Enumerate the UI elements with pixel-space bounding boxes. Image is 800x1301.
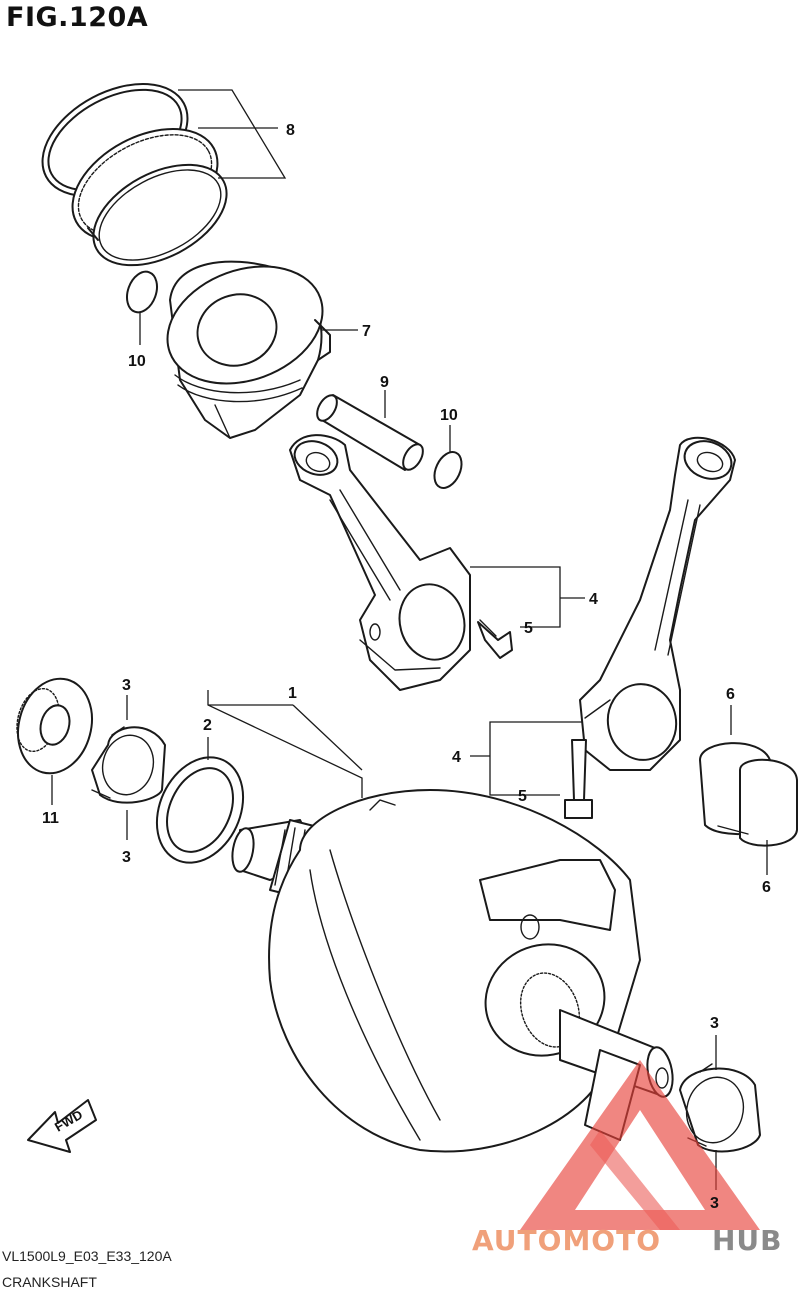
callout-10-right: 10 xyxy=(440,407,458,424)
callout-6-lower: 6 xyxy=(762,879,771,896)
callout-6-upper: 6 xyxy=(726,686,735,703)
figure-title: FIG.120A xyxy=(6,2,149,33)
callout-5-upper: 5 xyxy=(524,620,533,637)
watermark-triangle-icon xyxy=(520,1060,760,1230)
callout-8: 8 xyxy=(286,122,295,139)
callout-5-lower: 5 xyxy=(518,788,527,805)
piston-rings xyxy=(41,82,228,267)
callout-9: 9 xyxy=(380,374,389,391)
watermark-text-automoto: AUTOMOTO xyxy=(472,1224,661,1257)
crank-gear xyxy=(16,677,93,775)
callout-leader-8 xyxy=(178,89,287,179)
fwd-arrow-icon: FWD xyxy=(27,1099,97,1153)
bearing-6 xyxy=(699,742,798,847)
callout-10-left: 10 xyxy=(128,353,146,370)
rod-bolt-upper xyxy=(477,619,513,659)
callout-3-lower-left: 3 xyxy=(122,849,131,866)
figure-name: CRANKSHAFT xyxy=(2,1274,97,1290)
figure-code: VL1500L9_E03_E33_120A xyxy=(2,1248,172,1264)
callout-3-lower-right: 3 xyxy=(710,1195,719,1212)
callout-3-upper-right: 3 xyxy=(710,1015,719,1032)
crankshaft xyxy=(231,789,674,1153)
callout-1: 1 xyxy=(288,685,297,702)
watermark-text-hub: HUB xyxy=(712,1224,783,1257)
connecting-rod-right xyxy=(579,436,736,771)
rod-bolt-lower xyxy=(564,739,593,819)
bearing-3-right xyxy=(679,1063,761,1153)
callout-4-upper: 4 xyxy=(589,591,598,608)
watermark-logo xyxy=(520,1060,760,1230)
piston xyxy=(166,260,331,439)
piston-pin xyxy=(316,394,424,471)
circlip-right xyxy=(433,451,463,489)
connecting-rod-left xyxy=(289,434,471,691)
callout-7: 7 xyxy=(362,323,371,340)
callout-2: 2 xyxy=(203,717,212,734)
thrust-washer xyxy=(155,756,245,864)
bearing-3-left xyxy=(91,726,166,804)
circlip-left xyxy=(126,270,158,314)
callout-11: 11 xyxy=(42,810,59,827)
callout-3-upper-left: 3 xyxy=(122,677,131,694)
callout-4-lower: 4 xyxy=(452,749,461,766)
